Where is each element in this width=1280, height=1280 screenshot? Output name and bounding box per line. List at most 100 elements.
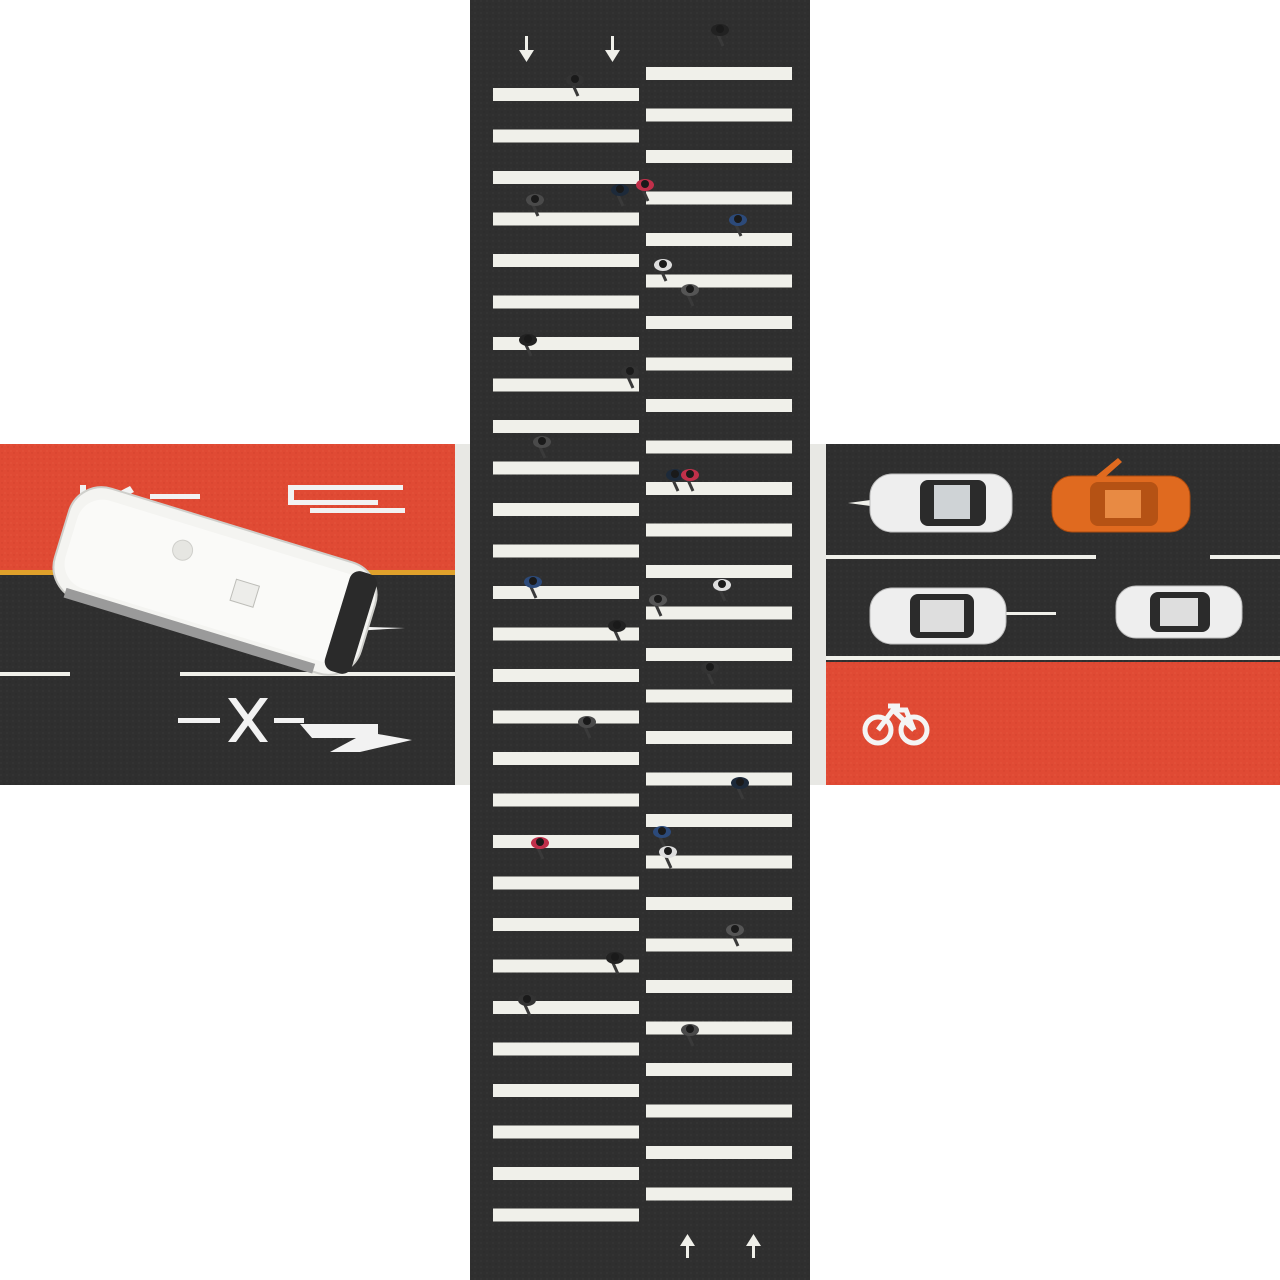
crosswalk-stripe — [493, 295, 639, 309]
crosswalk-stripe — [646, 648, 792, 661]
crosswalk-stripe — [493, 254, 639, 267]
crosswalk-stripe — [646, 67, 792, 80]
crosswalk-stripe — [493, 544, 639, 558]
pedestrian — [681, 284, 699, 307]
pedestrian — [666, 469, 684, 492]
pedestrian — [659, 846, 677, 869]
crosswalk-stripe — [493, 171, 639, 184]
crosswalk-stripe — [646, 1187, 792, 1201]
crosswalk-stripe — [646, 482, 792, 495]
crosswalk-stripe — [646, 150, 792, 163]
crosswalk-stripe — [646, 1146, 792, 1159]
turn-arrow-icon — [300, 724, 412, 752]
pedestrian — [711, 24, 729, 47]
crosswalk-stripe — [646, 357, 792, 371]
pedestrian — [566, 74, 584, 97]
crosswalk-stripe — [493, 378, 639, 392]
pedestrian — [621, 366, 639, 389]
crosswalk-stripe — [646, 233, 792, 246]
pedestrian — [654, 259, 672, 282]
crosswalk-stripe — [493, 461, 639, 475]
crosswalk-stripe — [646, 980, 792, 993]
arrow-up-icon — [680, 1234, 695, 1258]
pedestrian — [518, 994, 536, 1017]
crosswalk-stripe — [646, 191, 792, 205]
crosswalk-stripe — [493, 793, 639, 807]
crosswalk-stripe — [646, 731, 792, 744]
crosswalk-stripe — [493, 1208, 639, 1222]
pedestrian — [649, 594, 667, 617]
left-road — [0, 444, 470, 785]
crosswalk-stripe — [646, 274, 792, 288]
pedestrian — [636, 179, 654, 202]
pedestrian — [519, 334, 537, 357]
pedestrian — [526, 194, 544, 217]
crosswalk-stripe — [493, 88, 639, 101]
crosswalk-stripe — [646, 606, 792, 620]
right-road — [810, 444, 1280, 785]
crosswalk-stripe — [493, 1001, 639, 1014]
pedestrian — [681, 1024, 699, 1047]
vertical-road — [470, 0, 810, 1280]
bike-lane-right — [826, 662, 1280, 785]
crosswalk-stripes-right — [646, 67, 792, 1201]
crosswalk-stripe — [646, 772, 792, 786]
crosswalk-stripe — [493, 1042, 639, 1056]
crosswalk-stripe — [493, 503, 639, 516]
crosswalk-stripe — [646, 689, 792, 703]
crosswalk-stripe — [493, 586, 639, 599]
car — [869, 473, 1013, 533]
crosswalk-stripe — [493, 835, 639, 848]
crosswalk-stripe — [493, 1084, 639, 1097]
pedestrian — [726, 924, 744, 947]
pedestrian — [531, 837, 549, 860]
pedestrian — [608, 620, 626, 643]
pedestrian — [713, 579, 731, 602]
pedestrian — [611, 184, 629, 207]
crosswalk-stripe — [646, 1063, 792, 1076]
crosswalk-stripe — [493, 752, 639, 765]
crosswalk-stripe — [493, 959, 639, 973]
crosswalk-stripe — [646, 399, 792, 412]
crosswalk-stripe — [493, 212, 639, 226]
pedestrian — [701, 662, 719, 685]
arrow-up-icon — [746, 1234, 761, 1258]
car — [869, 587, 1007, 645]
crosswalk-stripe — [493, 918, 639, 931]
arrow-down-icon — [519, 36, 534, 62]
pedestrian — [729, 214, 747, 237]
crosswalk-stripe — [646, 440, 792, 454]
crosswalk-stripe — [493, 710, 639, 724]
bicycle-icon — [862, 703, 930, 746]
pedestrian — [578, 716, 596, 739]
crosswalk-stripe — [493, 337, 639, 350]
arrow-down-icon — [605, 36, 620, 62]
crosswalk-stripe — [646, 1104, 792, 1118]
crosswalk-stripe — [646, 316, 792, 329]
bus — [52, 486, 378, 676]
crosswalk-stripe — [646, 897, 792, 910]
pedestrian — [681, 469, 699, 492]
crosswalk-stripe — [646, 523, 792, 537]
crosswalk-stripe — [493, 1125, 639, 1139]
x-marking — [178, 698, 304, 742]
taxi — [1051, 458, 1191, 533]
pedestrian — [653, 826, 671, 849]
crosswalk-stripe — [493, 129, 639, 143]
crosswalk-stripes-left — [493, 88, 639, 1222]
pedestrian — [524, 576, 542, 599]
crosswalk-stripe — [493, 420, 639, 433]
pedestrian — [731, 777, 749, 800]
crosswalk-stripe — [493, 627, 639, 641]
crosswalk-stripe — [646, 855, 792, 869]
crosswalk-stripe — [493, 1167, 639, 1180]
crosswalk-stripe — [646, 108, 792, 122]
pedestrian — [606, 952, 624, 975]
crosswalk-stripe — [493, 876, 639, 890]
crosswalk-stripe — [646, 814, 792, 827]
crosswalk-stripe — [646, 565, 792, 578]
pedestrians — [518, 24, 749, 1047]
car — [1115, 585, 1243, 639]
crosswalk-stripe — [646, 938, 792, 952]
